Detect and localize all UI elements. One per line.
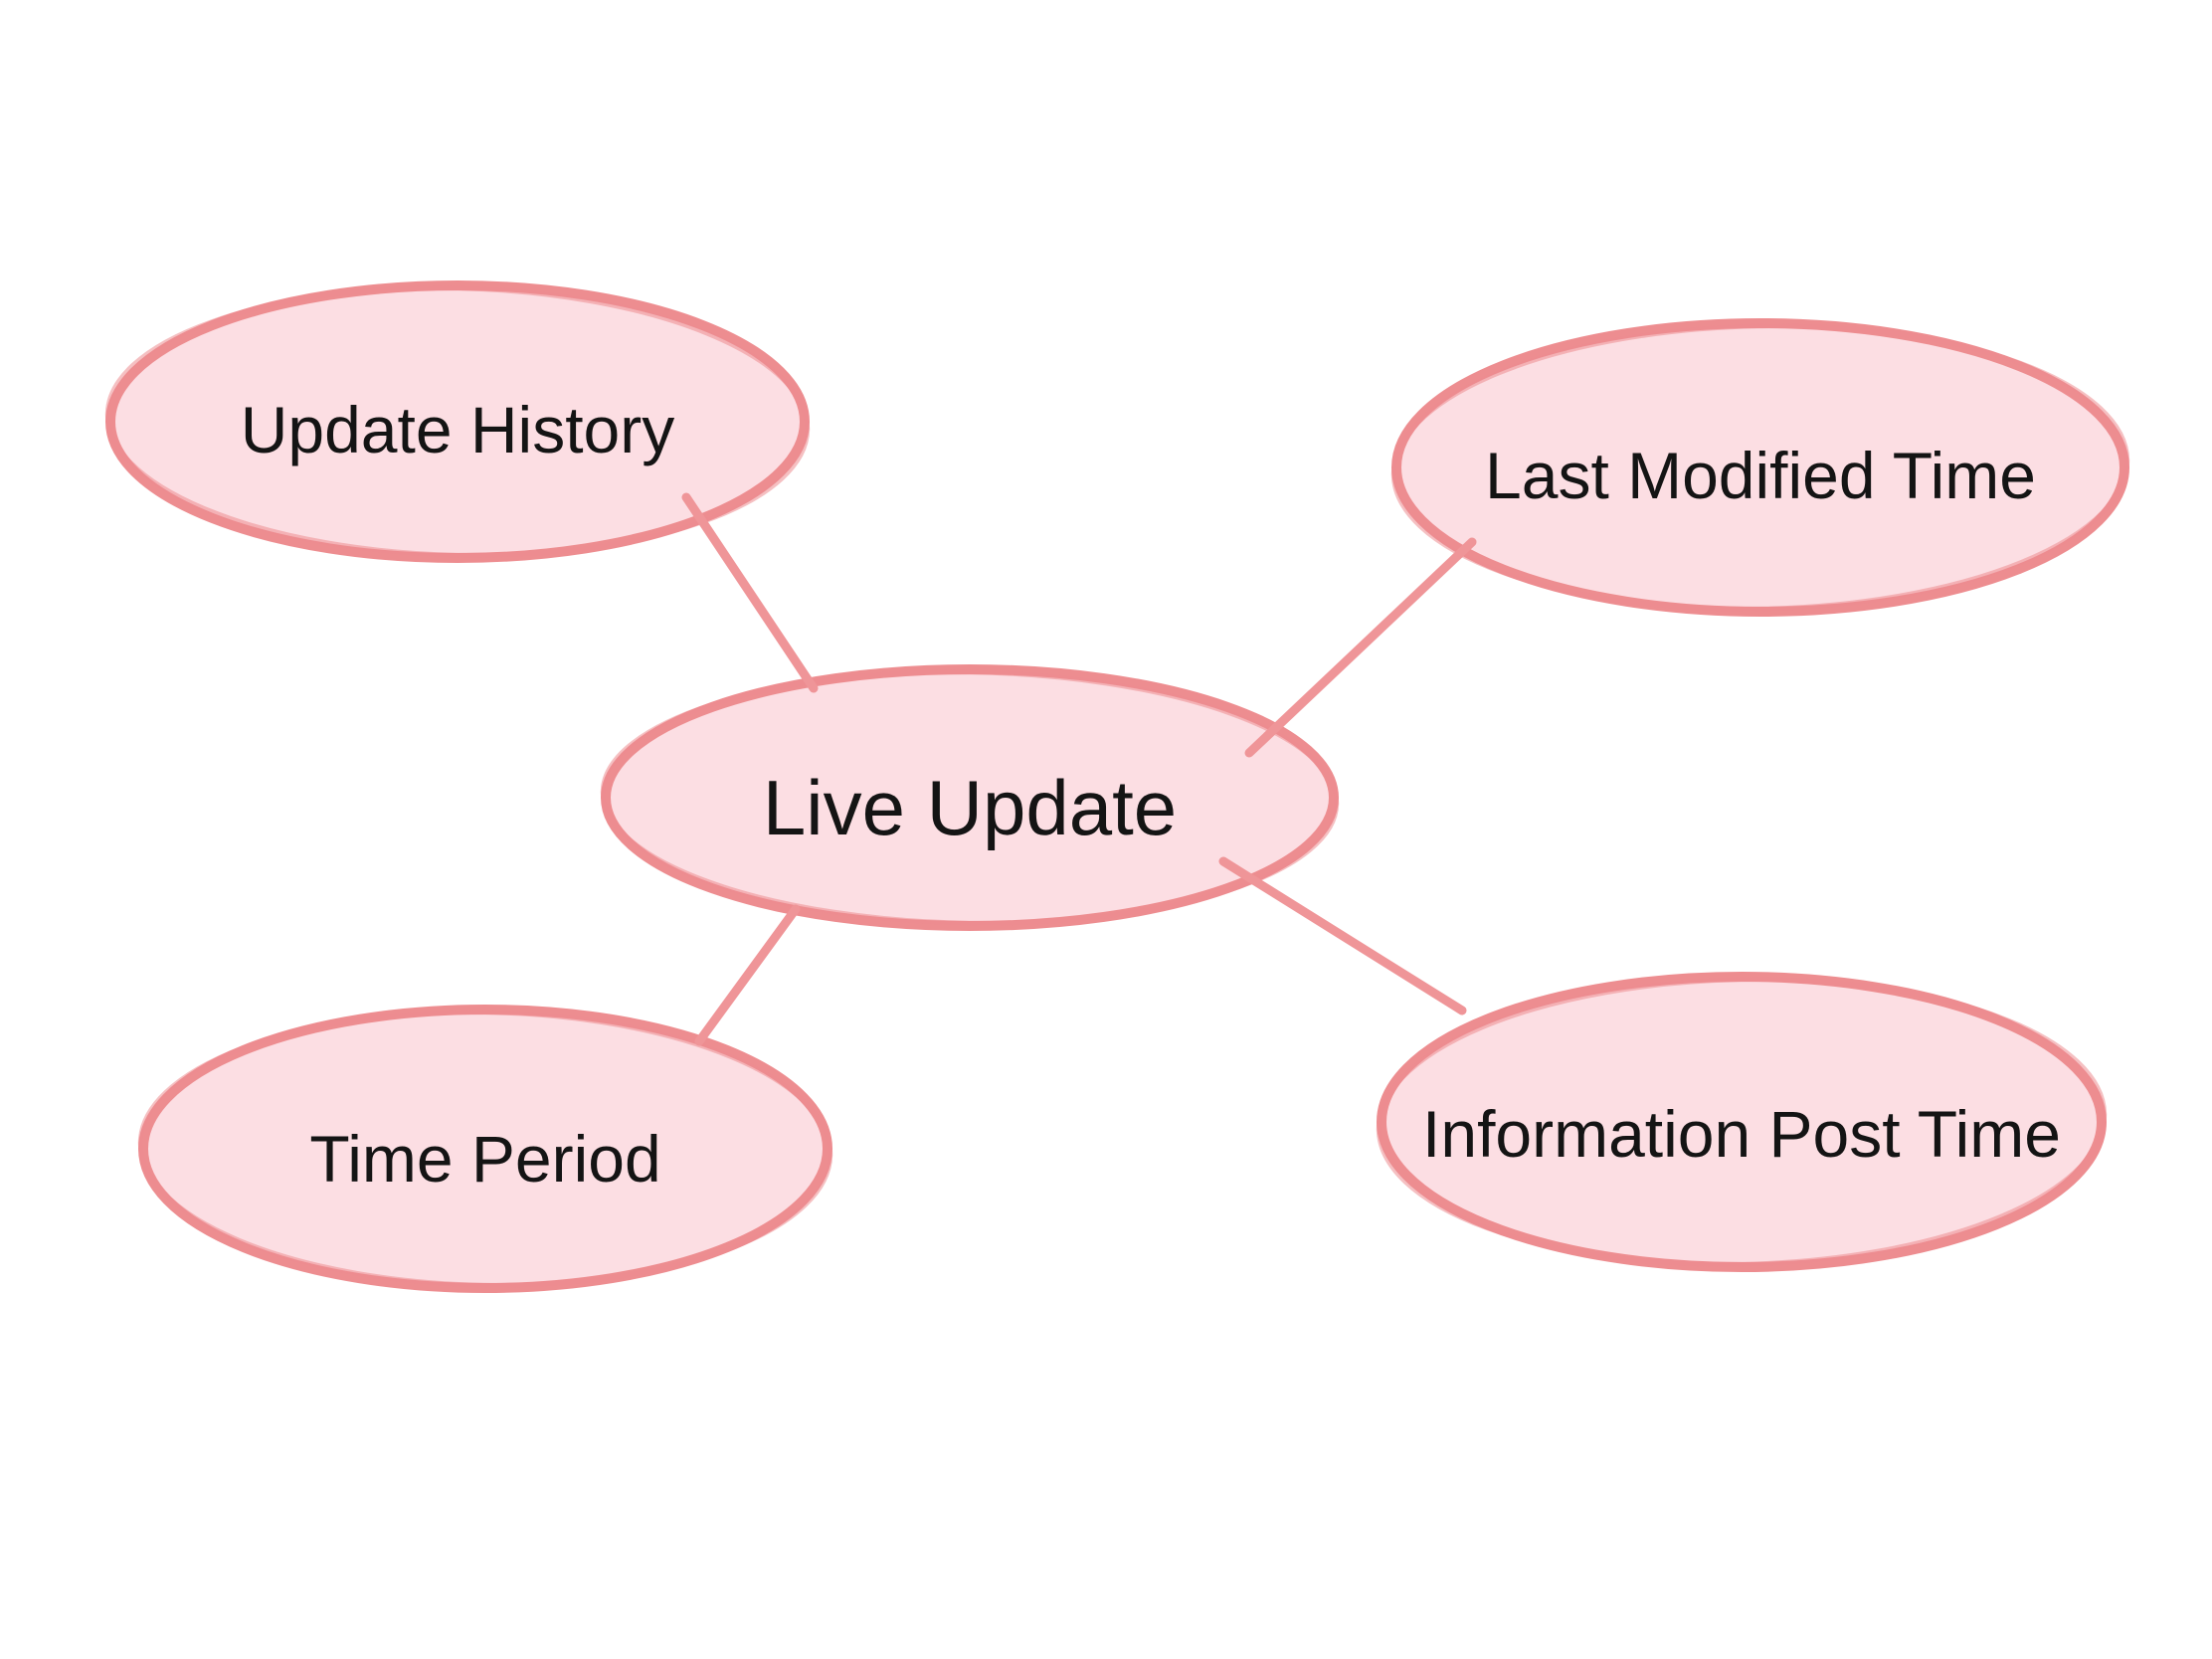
node-last-modified-time-shape[interactable]: [1391, 318, 2129, 617]
node-information-post-time-label: Information Post Time: [1422, 1097, 2061, 1171]
node-information-post-time-sketch-stroke: [1376, 977, 2108, 1267]
node-live-update-sketch-stroke: [600, 669, 1340, 926]
node-update-history-sketch-stroke: [104, 285, 811, 558]
edge-live-update-to-last-modified-time: [1244, 537, 1477, 758]
node-live-update: [600, 664, 1340, 931]
node-live-update-label: Live Update: [763, 764, 1177, 851]
node-last-modified-time: [1390, 318, 2130, 617]
node-time-period-label: Time Period: [309, 1122, 660, 1196]
edge-live-update-to-update-history: [681, 492, 819, 693]
node-time-period: [137, 1005, 833, 1293]
node-last-modified-time-label: Last Modified Time: [1485, 439, 2036, 512]
edge-live-update-to-information-post-time: [1218, 856, 1467, 1015]
node-last-modified-time-sketch-stroke: [1390, 323, 2130, 612]
edge-live-update-to-time-period: [694, 904, 801, 1046]
node-live-update-shape[interactable]: [601, 664, 1339, 931]
node-update-history: [104, 280, 811, 563]
node-information-post-time: [1376, 972, 2108, 1272]
node-update-history-shape[interactable]: [105, 280, 810, 563]
node-time-period-shape[interactable]: [138, 1005, 832, 1293]
node-update-history-label: Update History: [241, 393, 675, 466]
node-information-post-time-shape[interactable]: [1377, 972, 2107, 1272]
node-time-period-sketch-stroke: [137, 1010, 833, 1288]
